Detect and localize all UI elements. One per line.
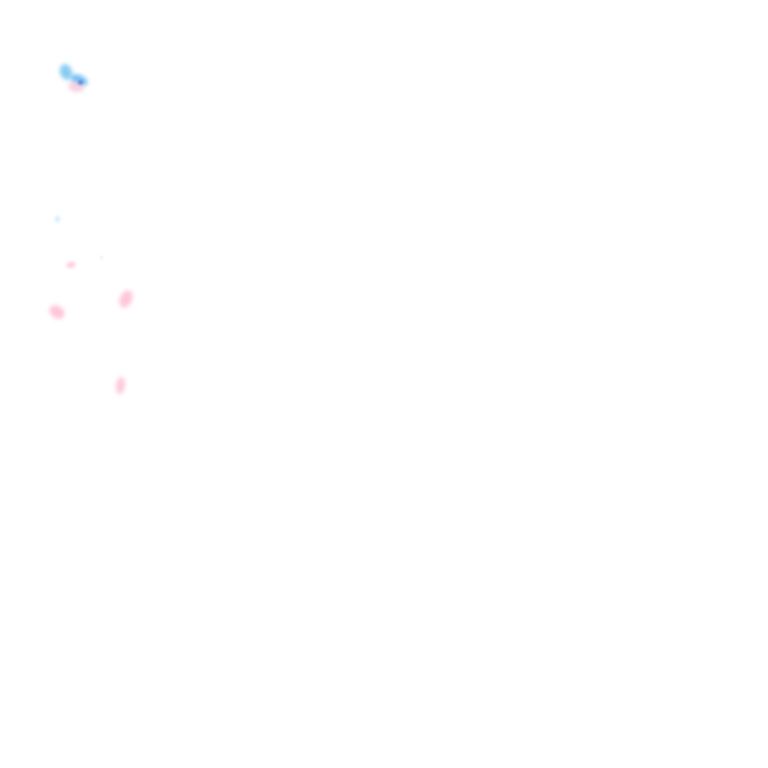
faint-pink-speck [100, 256, 103, 259]
pink-smudge [47, 302, 67, 322]
pink-smudge [114, 376, 127, 395]
pink-dot [65, 261, 77, 269]
dark-blue-speck [78, 80, 83, 85]
pink-smudge [116, 288, 136, 310]
light-blue-dot [55, 216, 60, 222]
